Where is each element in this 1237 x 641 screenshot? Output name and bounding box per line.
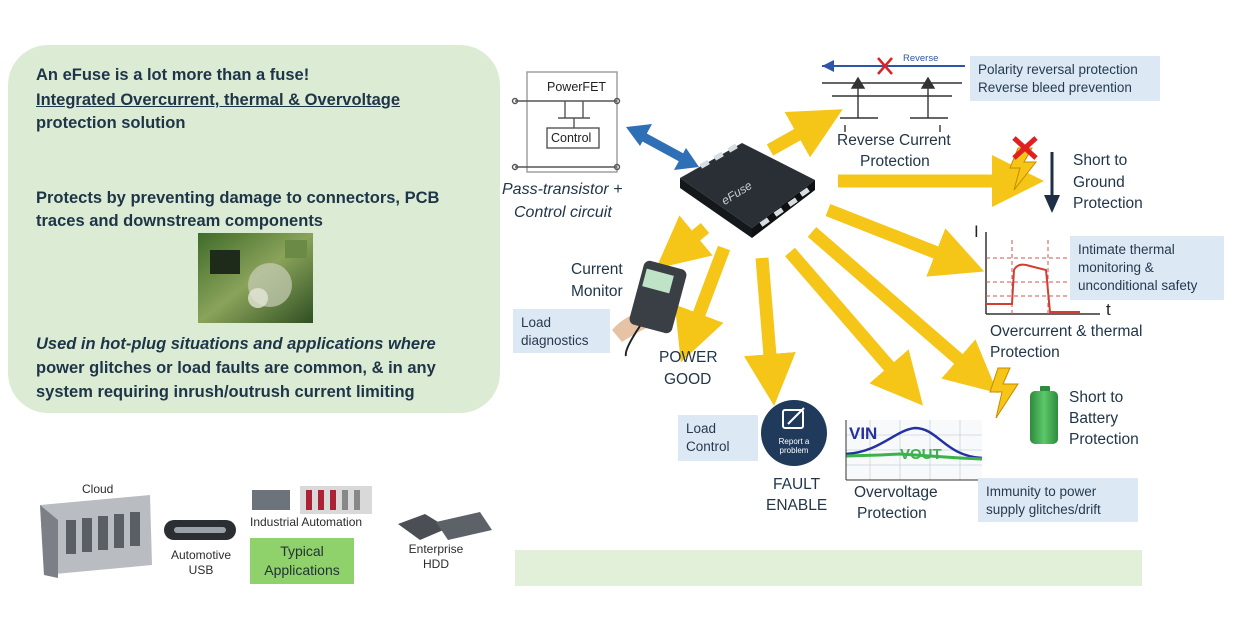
enterprise-hdd-image bbox=[398, 512, 492, 540]
fault-label: FAULT bbox=[773, 476, 821, 493]
reverse-current-label-1: Reverse Current bbox=[837, 132, 951, 149]
yellow-arrows bbox=[655, 109, 1044, 406]
fault-icon-caption-1: Report a bbox=[778, 437, 810, 446]
applications-label: Applications bbox=[264, 562, 340, 578]
load-diagnostics-line-2: diagnostics bbox=[521, 333, 589, 348]
polarity-note: Polarity reversal protection Reverse ble… bbox=[970, 56, 1160, 101]
load-control-note: Load Control bbox=[678, 415, 758, 461]
enterprise-label: Enterprise bbox=[408, 542, 464, 556]
panel-inrush-line: system requiring inrush/outrush current … bbox=[36, 383, 415, 401]
short-to-ground-graphic bbox=[1009, 136, 1060, 213]
current-monitor-label-2: Monitor bbox=[571, 283, 623, 300]
panel-integrated-line: Integrated Overcurrent, thermal & Overvo… bbox=[36, 91, 401, 109]
fault-icon-caption-2: problem bbox=[779, 446, 809, 455]
vin-label: VIN bbox=[849, 424, 878, 443]
hdd-label: HDD bbox=[423, 557, 449, 571]
reverse-tag: Reverse bbox=[903, 53, 939, 64]
thermal-note: Intimate thermal monitoring & unconditio… bbox=[1070, 236, 1224, 300]
short-battery-label-3: Protection bbox=[1069, 431, 1139, 448]
short-ground-label-2: Ground bbox=[1073, 174, 1125, 191]
typical-label: Typical bbox=[280, 543, 324, 559]
cloud-label: Cloud bbox=[82, 482, 114, 496]
load-diagnostics-note: Load diagnostics bbox=[513, 309, 610, 353]
thermal-note-line-3: unconditional safety bbox=[1078, 278, 1198, 293]
overcurrent-graph bbox=[985, 232, 1100, 315]
powerfet-label: PowerFET bbox=[547, 80, 607, 94]
immunity-note: Immunity to power supply glitches/drift bbox=[978, 478, 1138, 522]
enable-label: ENABLE bbox=[766, 497, 828, 514]
reverse-current-schematic bbox=[822, 57, 965, 132]
overvoltage-graph bbox=[845, 420, 983, 481]
panel-glitches-line: power glitches or load faults are common… bbox=[36, 359, 436, 377]
overvoltage-label-2: Protection bbox=[857, 505, 927, 522]
summary-panel bbox=[8, 45, 500, 413]
panel-used-line: Used in hot-plug situations and applicat… bbox=[36, 335, 436, 353]
panel-traces-line: traces and downstream components bbox=[36, 212, 323, 230]
overcurrent-label-1: Overcurrent & thermal bbox=[990, 323, 1143, 340]
short-battery-label-2: Battery bbox=[1069, 410, 1119, 427]
panel-headline: An eFuse is a lot more than a fuse! bbox=[36, 66, 310, 84]
blue-double-arrow bbox=[626, 124, 699, 170]
industrial-automation-image bbox=[252, 486, 372, 514]
panel-protection-line: protection solution bbox=[36, 114, 186, 132]
usb-label: USB bbox=[188, 563, 214, 577]
short-ground-label-3: Protection bbox=[1073, 195, 1143, 212]
overvoltage-label-1: Overvoltage bbox=[854, 484, 938, 501]
current-monitor-label-1: Current bbox=[571, 261, 623, 278]
vout-label: VOUT bbox=[900, 446, 942, 463]
automotive-label: Automotive bbox=[170, 548, 232, 562]
load-diagnostics-line-1: Load bbox=[521, 315, 552, 330]
axis-i-label: I bbox=[974, 222, 979, 241]
power-good-label-1: POWER bbox=[659, 349, 718, 366]
panel-protects-line: Protects by preventing damage to connect… bbox=[36, 189, 440, 207]
enterprise-hdd-label: Enterprise HDD bbox=[400, 542, 472, 572]
control-label: Control bbox=[551, 131, 592, 145]
reverse-current-label-2: Protection bbox=[860, 153, 930, 170]
bottom-green-bar bbox=[515, 550, 1142, 586]
load-control-line-2: Control bbox=[686, 439, 730, 454]
thermal-note-line-1: Intimate thermal bbox=[1078, 242, 1175, 257]
power-good-label-2: GOOD bbox=[664, 371, 712, 388]
axis-t-label: t bbox=[1106, 300, 1111, 319]
pass-transistor-label-1: Pass-transistor + bbox=[502, 181, 623, 198]
industrial-automation-label: Industrial Automation bbox=[250, 515, 363, 529]
current-monitor-device bbox=[612, 260, 687, 357]
polarity-note-line-2: Reverse bleed prevention bbox=[978, 80, 1132, 95]
short-ground-label-1: Short to bbox=[1073, 152, 1128, 169]
automotive-usb-label: Automotive USB bbox=[168, 548, 234, 578]
short-to-battery-graphic bbox=[989, 367, 1058, 444]
immunity-note-line-2: supply glitches/drift bbox=[986, 502, 1101, 517]
load-control-line-1: Load bbox=[686, 421, 717, 436]
immunity-note-line-1: Immunity to power bbox=[986, 484, 1097, 499]
fault-report-icon bbox=[761, 400, 827, 466]
usb-c-image bbox=[164, 520, 236, 540]
efuse-chip bbox=[680, 143, 815, 238]
short-battery-label-1: Short to bbox=[1069, 389, 1124, 406]
pcb-damage-photo bbox=[198, 233, 313, 323]
typical-applications-box: Typical Applications bbox=[250, 538, 354, 584]
pass-transistor-label-2: Control circuit bbox=[514, 204, 612, 221]
thermal-note-line-2: monitoring & bbox=[1078, 260, 1154, 275]
fault-icon-caption: Report a problem bbox=[776, 437, 812, 455]
polarity-note-line-1: Polarity reversal protection bbox=[978, 62, 1138, 77]
cloud-server-image bbox=[40, 495, 152, 578]
overcurrent-label-2: Protection bbox=[990, 344, 1060, 361]
powerfet-schematic bbox=[511, 71, 621, 173]
